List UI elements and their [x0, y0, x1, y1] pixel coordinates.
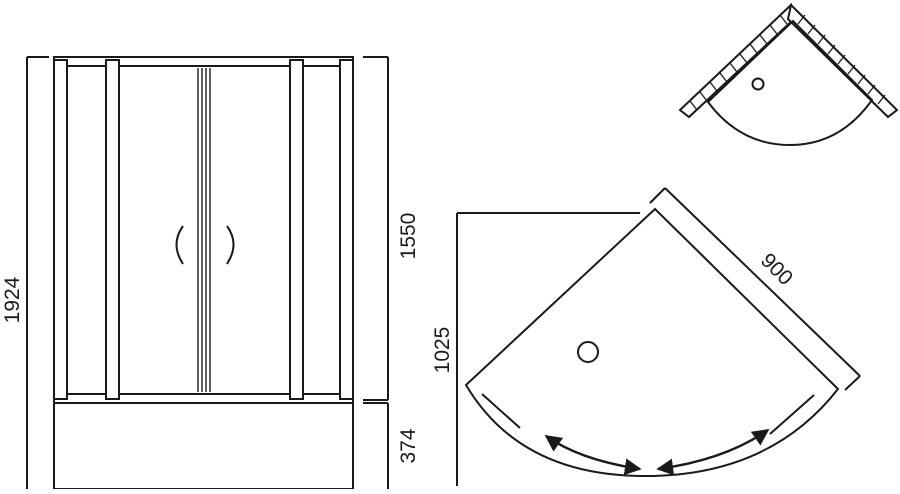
- door-panel-left: [481, 393, 521, 429]
- left-outer-post: [53, 59, 68, 400]
- door-handle-left-icon: [175, 225, 184, 265]
- top-view: [456, 187, 861, 486]
- base-height-dimension-line: [363, 402, 389, 489]
- total-height-dimension-line: [26, 56, 49, 489]
- small-tray-outline: [706, 19, 874, 147]
- large-tray-outline: [464, 207, 840, 478]
- shower-tray-base: [53, 402, 354, 490]
- wall-hatch-icon: [678, 3, 899, 119]
- enclosure-outer-frame: [53, 56, 354, 490]
- base-height-label: 374: [397, 428, 420, 463]
- drain-icon: [577, 341, 599, 363]
- side-length-dimension-line: [649, 187, 861, 391]
- right-inner-post: [289, 59, 304, 400]
- upper-height-label: 1550: [397, 213, 420, 260]
- drain-icon: [751, 77, 765, 91]
- total-height-label: 1924: [1, 276, 24, 323]
- slide-arrow-icon: [656, 429, 770, 476]
- corner-plan-view: [678, 3, 899, 147]
- upper-height-dimension-line: [363, 56, 389, 401]
- depth-label: 1025: [431, 327, 454, 374]
- left-inner-post: [105, 59, 120, 400]
- depth-dimension-line: [456, 212, 640, 486]
- slide-arrow-icon: [544, 435, 642, 476]
- side-length-label: 900: [756, 249, 797, 290]
- right-outer-post: [339, 59, 354, 400]
- door-handle-right-icon: [226, 225, 235, 265]
- door-panel-right: [769, 394, 815, 435]
- front-elevation: [26, 56, 389, 490]
- door-center-seam: [197, 68, 211, 392]
